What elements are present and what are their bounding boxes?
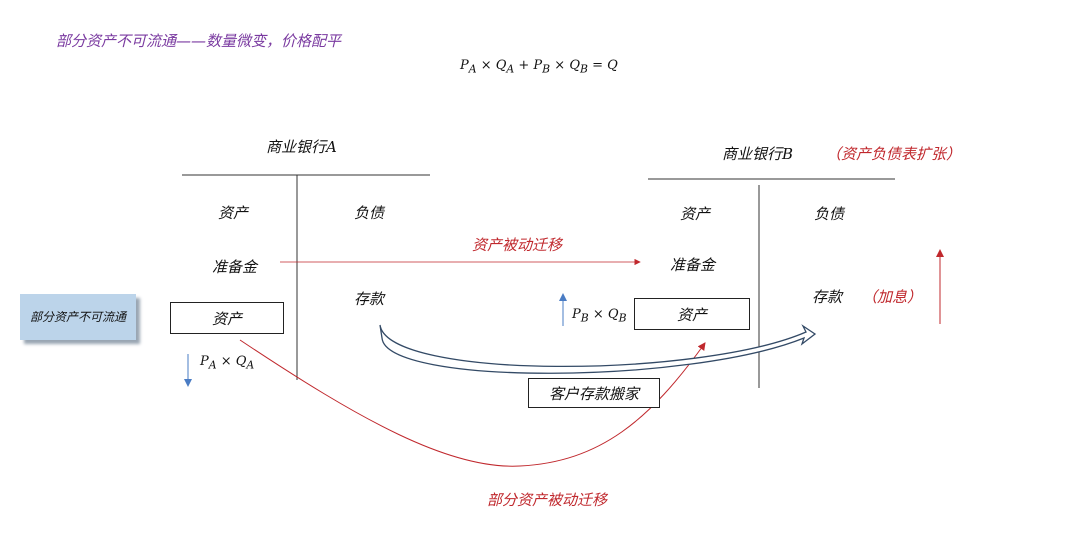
bank-b-reserve: 准备金	[670, 256, 716, 274]
bank-b-expand-note: （资产负债表扩张）	[826, 145, 962, 163]
non-tradable-assets-callout: 部分资产不可流通	[20, 294, 136, 340]
page-title: 部分资产不可流通——数量微变，价格配平	[56, 32, 342, 50]
bank-a-deposits: 存款	[354, 290, 385, 308]
bank-b-liabilities-header: 负债	[814, 205, 845, 223]
partial-migration-label: 部分资产被动迁移	[486, 491, 607, 509]
bank-b-deposits: 存款	[812, 288, 843, 306]
bank-a-asset-box: 资产	[170, 302, 284, 334]
bank-a-liabilities-header: 负债	[354, 204, 385, 222]
bank-a-name: 商业银行A	[266, 138, 337, 156]
passive-migration-label: 资产被动迁移	[472, 236, 563, 254]
bank-b-name: 商业银行B	[722, 145, 794, 163]
customer-deposit-move-box: 客户存款搬家	[528, 378, 660, 408]
bank-a-reserve: 准备金	[212, 258, 258, 276]
bank-b-interest-note: （加息）	[862, 288, 923, 306]
deposit-move-arrow	[379, 324, 817, 374]
bank-b-asset-box: 资产	[634, 298, 750, 330]
partial-migration-curve	[239, 339, 706, 467]
bank-a-assets-header: 资产	[218, 204, 249, 222]
bank-b-assets-header: 资产	[680, 205, 711, 223]
bank-b-pb-qb: PB × QB	[572, 307, 627, 325]
bank-a-pa-qa: PA × QA	[200, 354, 255, 372]
balance-formula: PA × QA + PB × QB = Q	[460, 58, 618, 76]
